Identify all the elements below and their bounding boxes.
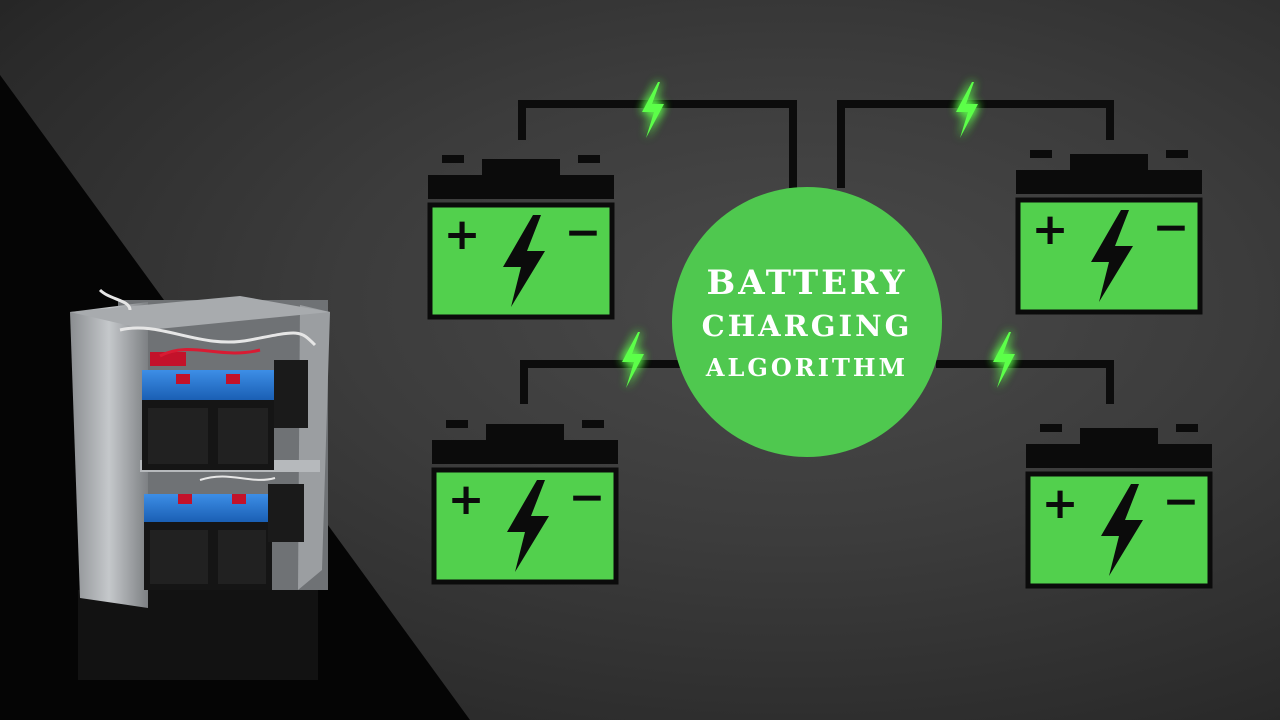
lightning-bolt-icon (503, 215, 545, 307)
wire-bottom-right (936, 360, 1114, 404)
battery-top-left: + − (427, 155, 615, 320)
lightning-bolt-icon (507, 480, 549, 572)
battery-enclosure-illustration (70, 288, 330, 680)
minus-icon: − (1153, 202, 1190, 253)
battery-bottom-left: + − (431, 420, 619, 585)
lightning-bolt-icon (1091, 210, 1133, 302)
plus-icon: + (444, 209, 481, 260)
lightning-bolt-icon (642, 82, 664, 138)
hub-line-3: ALGORITHM (705, 353, 908, 382)
minus-icon: − (569, 472, 606, 523)
lightning-bolt-icon (622, 332, 644, 388)
charging-algorithm-hub: BATTERY CHARGING ALGORITHM (672, 187, 942, 457)
battery-top-right: + − (1015, 150, 1203, 315)
minus-icon: − (565, 207, 602, 258)
lightning-bolt-icon (993, 332, 1015, 388)
lightning-bolt-icon (956, 82, 978, 138)
minus-icon: − (1163, 476, 1200, 527)
plus-icon: + (448, 474, 485, 525)
battery-icon (1015, 150, 1203, 315)
hub-line-1: BATTERY (706, 263, 907, 303)
plus-icon: + (1042, 478, 1079, 529)
plus-icon: + (1032, 204, 1069, 255)
hub-line-2: CHARGING (702, 309, 913, 343)
wire-bolts (622, 82, 1015, 388)
battery-bottom-right: + − (1025, 424, 1213, 589)
wire-bottom-left (520, 360, 680, 404)
lightning-bolt-icon (1101, 484, 1143, 576)
